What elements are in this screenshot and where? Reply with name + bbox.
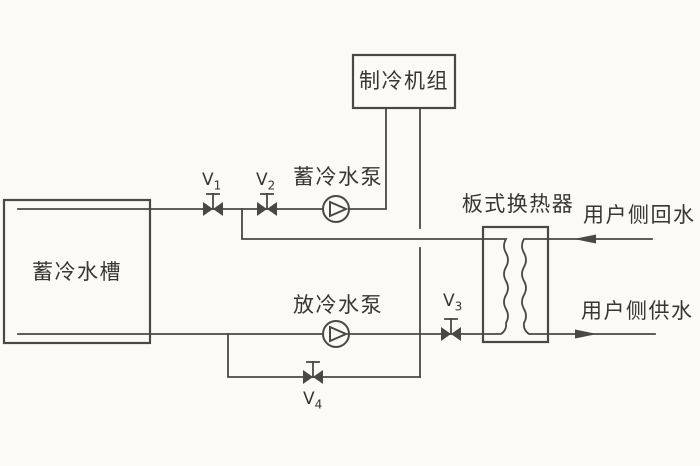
valve-v4-icon bbox=[303, 361, 323, 384]
pipe-branch-to-exchanger-top bbox=[241, 208, 484, 240]
heat-exchanger-label: 板式换热器 bbox=[461, 192, 575, 216]
valve-v3-label: V3 bbox=[443, 291, 463, 314]
tank-box bbox=[2, 198, 152, 345]
supply-flow-arrow bbox=[575, 329, 597, 339]
heat-exchanger-box bbox=[481, 225, 550, 344]
pipe-bypass-loop bbox=[227, 333, 421, 378]
tank-label: 蓄冷水槽 bbox=[32, 260, 122, 284]
valve-v4-label: V4 bbox=[303, 389, 323, 412]
exchanger-left-circuit bbox=[482, 238, 509, 335]
chiller-label: 制冷机组 bbox=[359, 69, 449, 93]
valve-v1-label: V1 bbox=[202, 170, 222, 193]
storage-pump-label: 蓄冷水泵 bbox=[293, 165, 383, 189]
storage-pump-icon bbox=[322, 195, 350, 223]
user-supply-label: 用户侧供水 bbox=[581, 299, 694, 323]
exchanger-right-circuit bbox=[521, 238, 549, 335]
valve-v2-label: V2 bbox=[256, 170, 276, 193]
discharge-pump-label: 放冷水泵 bbox=[293, 293, 383, 317]
valve-v1-icon bbox=[203, 193, 223, 216]
valve-v2-icon bbox=[257, 193, 277, 216]
return-flow-arrow bbox=[574, 234, 596, 244]
pipe-pump-to-chiller-riser bbox=[348, 107, 387, 210]
chiller-box bbox=[351, 53, 457, 110]
user-return-label: 用户侧回水 bbox=[583, 203, 696, 227]
discharge-pump-icon bbox=[322, 320, 350, 348]
valve-v3-icon bbox=[441, 318, 461, 341]
